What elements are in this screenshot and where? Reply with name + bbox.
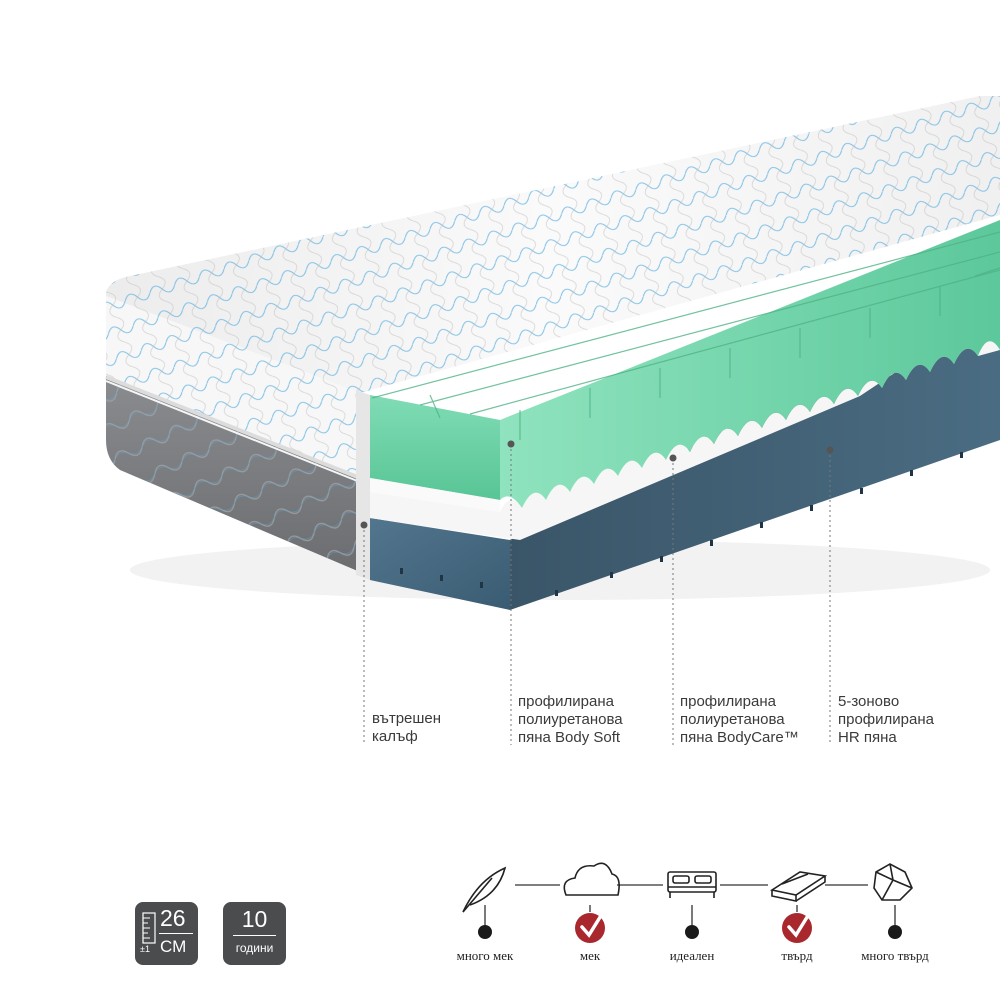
label-body-soft: профилирана полиуретанова пяна Body Soft <box>518 693 623 746</box>
feather-icon <box>462 866 507 913</box>
firmness-label-firm: твърд <box>781 948 813 963</box>
firmness-label-very-soft: много мек <box>456 948 514 963</box>
height-tolerance: ±1 <box>140 944 150 954</box>
firmness-label-soft: мек <box>579 948 601 963</box>
label-bodycare: профилирана полиуретанова пяна BodyCare™ <box>680 693 799 746</box>
body-soft-foam-side <box>500 220 1000 508</box>
hr-foam-front <box>370 518 510 610</box>
firmness-label-ideal: идеален <box>669 948 715 963</box>
stone-icon <box>873 863 913 901</box>
body-soft-foam-front <box>370 395 500 500</box>
warranty-badge: 10 години <box>223 902 286 965</box>
ruler-icon <box>142 912 156 944</box>
bed-icon <box>667 871 717 898</box>
cloud-icon <box>563 862 620 896</box>
height-unit: СМ <box>160 937 187 956</box>
firmness-label-very-firm: много твърд <box>861 948 929 963</box>
label-hr-foam: 5-зоново профилирана HR пяна <box>838 693 934 746</box>
bodycare-foam <box>370 290 1000 540</box>
planks-icon <box>769 871 828 902</box>
warranty-value: 10 <box>241 906 268 932</box>
height-badge: ±1 26 СМ <box>135 902 198 965</box>
warranty-unit: години <box>235 941 274 955</box>
selected-check-soft <box>575 912 605 943</box>
height-value: 26 <box>160 905 186 931</box>
inner-cover-edge <box>356 390 370 580</box>
selected-check-firm <box>782 912 812 943</box>
label-inner-cover: вътрешен калъф <box>372 710 442 745</box>
